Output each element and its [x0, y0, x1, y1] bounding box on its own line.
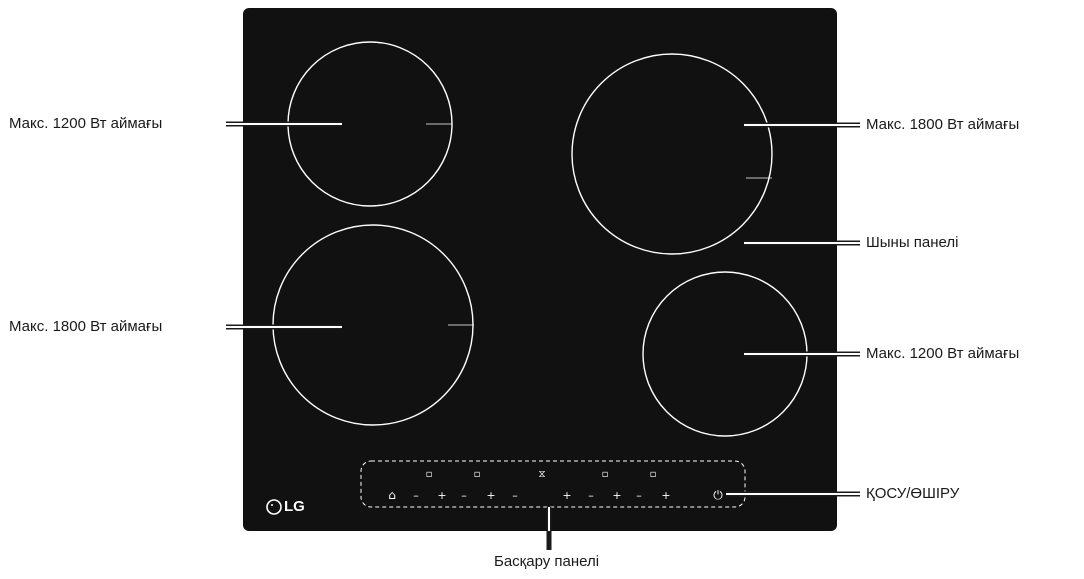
label-glass-panel: Шыны панелі: [866, 234, 959, 251]
label-zone-bottom-right: Макс. 1200 Вт аймағы: [866, 345, 1020, 362]
lg-logo-dot: [271, 504, 273, 506]
front-right-plus-button[interactable]: +: [612, 489, 622, 502]
front-left-plus-button[interactable]: +: [486, 489, 496, 502]
zone-indicator-rear-left-icon: ▫: [425, 469, 433, 480]
lg-logo: LG: [284, 498, 305, 515]
timer-icon: ⧖: [538, 469, 546, 480]
timer-minus-button[interactable]: –: [512, 489, 518, 502]
power-icon[interactable]: ⏻: [713, 488, 723, 502]
control-panel-frame: [360, 460, 746, 508]
front-left-minus-button[interactable]: –: [461, 489, 467, 502]
label-zone-bottom-left: Макс. 1800 Вт аймағы: [9, 318, 163, 335]
label-zone-top-left: Макс. 1200 Вт аймағы: [9, 115, 163, 132]
zone-indicator-front-left-icon: ▫: [473, 469, 481, 480]
label-zone-top-right: Макс. 1800 Вт аймағы: [866, 116, 1020, 133]
cooktop-glass: [243, 8, 837, 531]
zone-indicator-front-right-icon: ▫: [601, 469, 609, 480]
label-control-panel: Басқару панелі: [494, 553, 600, 570]
rear-right-minus-button[interactable]: –: [636, 489, 642, 502]
zone-top-right-ring: [571, 53, 773, 255]
timer-plus-button[interactable]: +: [562, 489, 572, 502]
rear-right-plus-button[interactable]: +: [661, 489, 671, 502]
label-power: ҚОСУ/ӨШІРУ: [866, 485, 960, 502]
child-lock-icon[interactable]: ⌂: [388, 488, 396, 502]
lg-logo-circle: [266, 499, 282, 515]
rear-left-plus-button[interactable]: +: [437, 489, 447, 502]
front-right-minus-button[interactable]: –: [588, 489, 594, 502]
zone-indicator-rear-right-icon: ▫: [649, 469, 657, 480]
rear-left-minus-button[interactable]: –: [413, 489, 419, 502]
